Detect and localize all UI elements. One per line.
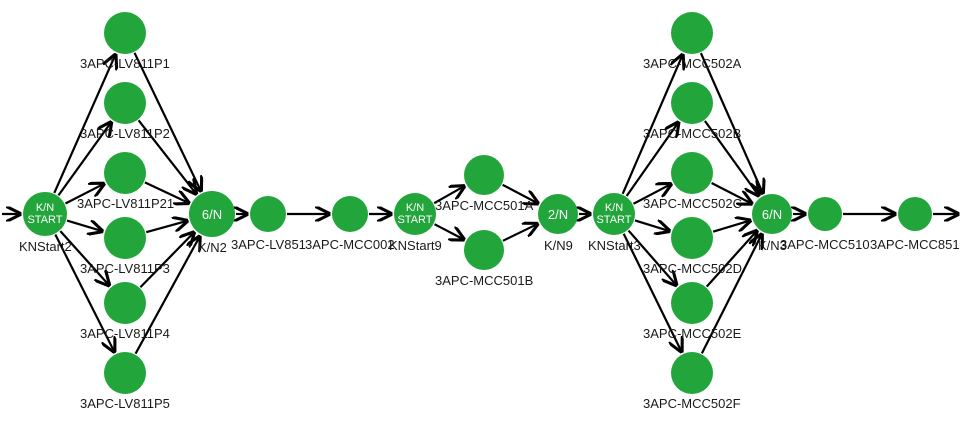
- node-label-lv811p5: 3APC-LV811P5: [80, 396, 170, 411]
- node-label-mcc502e: 3APC-MCC502E: [643, 326, 742, 341]
- node-mcc501a[interactable]: [464, 155, 504, 195]
- node-label-lv811p21: 3APC-LV811P21: [77, 196, 175, 211]
- node-knstart9[interactable]: K/N START: [394, 193, 436, 235]
- node-label-mcc502b: 3APC-MCC502B: [643, 126, 742, 141]
- node-kn3[interactable]: 6/N: [752, 194, 792, 234]
- edge-knstart3-to-mcc502c: [632, 184, 670, 205]
- node-mcc510[interactable]: [808, 197, 842, 231]
- node-label-mcc501a: 3APC-MCC501A: [435, 198, 534, 213]
- node-lv811p1[interactable]: [104, 12, 146, 54]
- node-lv811p5[interactable]: [104, 352, 146, 394]
- edge-mcc502e-to-kn3: [705, 231, 757, 288]
- node-label-lv811p3: 3APC-LV811P3: [80, 261, 170, 276]
- node-mcc502a[interactable]: [671, 12, 713, 54]
- node-mcc502d[interactable]: [671, 217, 713, 259]
- node-mcc501b[interactable]: [464, 230, 504, 270]
- node-label-mcc502f: 3APC-MCC502F: [643, 396, 741, 411]
- edge-mcc501a-to-kn9: [502, 183, 538, 203]
- node-knstart9-text: K/N START: [397, 202, 433, 226]
- edge-lv811p2-to-kn2: [137, 119, 196, 193]
- edge-mcc501b-to-kn9: [502, 224, 537, 242]
- edge-lv811p5-to-kn2: [134, 237, 200, 355]
- edge-knstart2-to-lv811p1: [53, 55, 115, 194]
- node-lv851[interactable]: [250, 196, 286, 232]
- node-label-knstart2: KNStart2: [19, 239, 72, 254]
- node-label-mcc851: 3APC-MCC851: [870, 237, 960, 252]
- edge-mcc502f-to-kn3: [700, 235, 762, 354]
- node-label-lv811p1: 3APC-LV811P1: [80, 56, 170, 71]
- node-label-mcc502d: 3APC-MCC502D: [643, 261, 742, 276]
- node-knstart3-text: K/N START: [596, 202, 632, 226]
- node-label-kn3: K/N3: [758, 238, 787, 253]
- node-label-lv851: 3APC-LV851: [231, 237, 306, 252]
- node-label-kn9: K/N9: [544, 238, 573, 253]
- edge-knstart2-to-lv811p2: [57, 122, 111, 196]
- node-knstart2[interactable]: K/N START: [23, 192, 67, 236]
- edge-mcc502c-to-kn3: [711, 182, 752, 203]
- node-kn9-text: 2/N: [547, 206, 569, 222]
- node-label-mcc502c: 3APC-MCC502C: [643, 196, 742, 211]
- node-mcc851[interactable]: [898, 197, 932, 231]
- node-mcc502e[interactable]: [671, 282, 713, 324]
- node-kn2[interactable]: 6/N: [189, 191, 235, 237]
- node-label-mcc002: 3APC-MCC002: [305, 237, 395, 252]
- edge-lv811p4-to-kn2: [139, 233, 193, 289]
- node-label-lv811p2: 3APC-LV811P2: [80, 126, 170, 141]
- edge-mcc502b-to-kn3: [703, 120, 759, 195]
- node-kn3-text: 6/N: [761, 206, 783, 222]
- node-label-knstart3: KNStart3: [588, 238, 641, 253]
- edge-lv811p1-to-kn2: [133, 52, 201, 191]
- edge-mcc502a-to-kn3: [699, 52, 763, 193]
- node-kn2-text: 6/N: [201, 206, 223, 222]
- node-lv811p2[interactable]: [104, 82, 146, 124]
- edge-knstart3-to-mcc502a: [621, 55, 683, 195]
- node-label-mcc510: 3APC-MCC510: [780, 237, 870, 252]
- node-mcc502f[interactable]: [671, 352, 713, 394]
- node-label-knstart9: KNStart9: [389, 238, 442, 253]
- node-label-kn2: K/N2: [198, 240, 227, 255]
- edge-knstart2-to-lv811p3: [66, 219, 102, 231]
- edge-lv811p3-to-kn2: [145, 221, 187, 234]
- node-kn9[interactable]: 2/N: [538, 194, 578, 234]
- edge-knstart2-to-lv811p5: [54, 234, 114, 352]
- node-mcc502b[interactable]: [671, 82, 713, 124]
- edge-knstart3-to-mcc502b: [625, 123, 679, 197]
- edge-knstart9-to-mcc501a: [433, 186, 464, 205]
- node-mcc502c[interactable]: [671, 152, 713, 194]
- edge-knstart9-to-mcc501b: [433, 223, 464, 239]
- edge-knstart3-to-mcc502f: [622, 233, 682, 352]
- node-lv811p21[interactable]: [104, 152, 146, 194]
- edge-lv811p21-to-kn2: [144, 181, 189, 203]
- edge-knstart2-to-lv811p21: [64, 184, 103, 205]
- node-mcc002[interactable]: [332, 196, 368, 232]
- edge-knstart2-to-lv811p4: [59, 230, 109, 285]
- edge-mcc502d-to-kn3: [712, 221, 750, 233]
- node-label-mcc501b: 3APC-MCC501B: [435, 273, 534, 288]
- node-knstart2-text: K/N START: [27, 202, 63, 226]
- edge-knstart3-to-mcc502e: [627, 229, 677, 285]
- node-knstart3[interactable]: K/N START: [593, 193, 635, 235]
- node-lv811p3[interactable]: [104, 217, 146, 259]
- edge-knstart3-to-mcc502d: [634, 219, 669, 230]
- node-label-mcc502a: 3APC-MCC502A: [643, 56, 742, 71]
- node-lv811p4[interactable]: [104, 282, 146, 324]
- node-label-lv811p4: 3APC-LV811P4: [80, 326, 170, 341]
